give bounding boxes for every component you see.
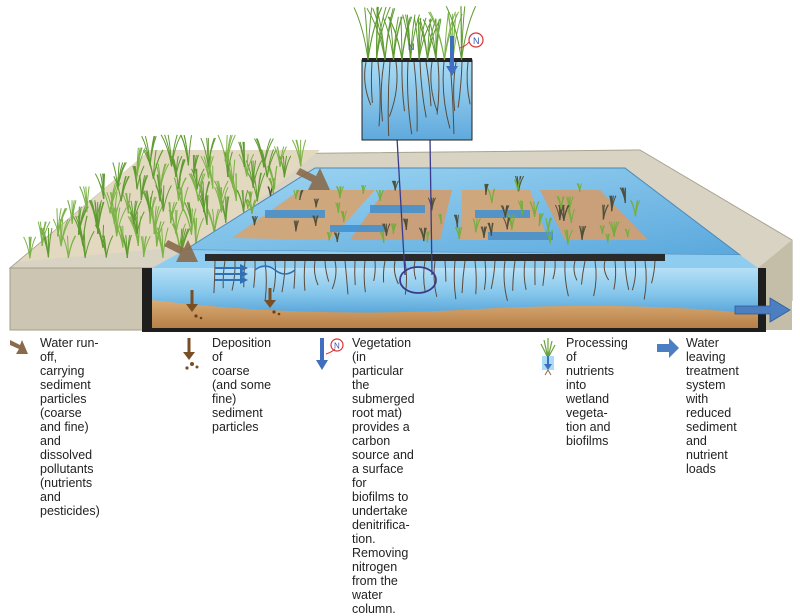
nitrogen-indicator: N N — [408, 32, 484, 76]
sediment-drop-icon — [183, 338, 199, 370]
liner-bottom — [142, 328, 766, 332]
detail-roots — [364, 61, 471, 136]
magnifier-ellipse — [399, 266, 437, 294]
deposition-arrows — [186, 288, 281, 320]
bank-vegetation — [23, 134, 307, 259]
legend-text-leaving: Water leaving treatment system with redu… — [686, 336, 739, 476]
legend-text-runoff: Water run-off, carrying sediment particl… — [40, 336, 100, 518]
magnifier-lines — [396, 137, 433, 276]
detail-raft — [362, 58, 472, 62]
wetland-plants — [244, 175, 641, 245]
legend-text-vegetation: Vegetation (in particular the submerged … — [352, 336, 415, 616]
plant-uptake-icon — [540, 338, 556, 376]
blue-arrow-icon — [657, 338, 679, 358]
detail-vegetation — [353, 6, 477, 61]
wetland-scene: N N — [8, 6, 793, 332]
legend: Water run-off, carrying sediment particl… — [0, 332, 800, 616]
liner-right — [758, 268, 766, 330]
wetland-diagram: N N Water run-off, carrying sediment par… — [0, 6, 800, 616]
planted-platforms — [232, 190, 648, 240]
brown-arrow-icon — [10, 340, 28, 354]
legend-text-deposition: Deposition of coarse (and some fine) sed… — [212, 336, 272, 434]
nitrogen-label: N — [473, 36, 480, 46]
nitrogen-label-detail: N — [408, 42, 415, 52]
nitrogen-icon-label: N — [334, 342, 340, 351]
legend-text-processing: Processing of nutrients into wetland veg… — [566, 336, 628, 448]
embankment-front — [9, 267, 153, 331]
inflow-arrows — [215, 264, 296, 284]
sediment-bed — [152, 300, 758, 330]
liner-left — [142, 268, 152, 330]
submerged-root-mat — [213, 260, 656, 301]
floating-raft — [205, 254, 665, 261]
runoff-arrows — [164, 168, 330, 262]
outflow-arrow — [734, 297, 791, 323]
nitrogen-arrow-icon: N — [316, 338, 344, 370]
